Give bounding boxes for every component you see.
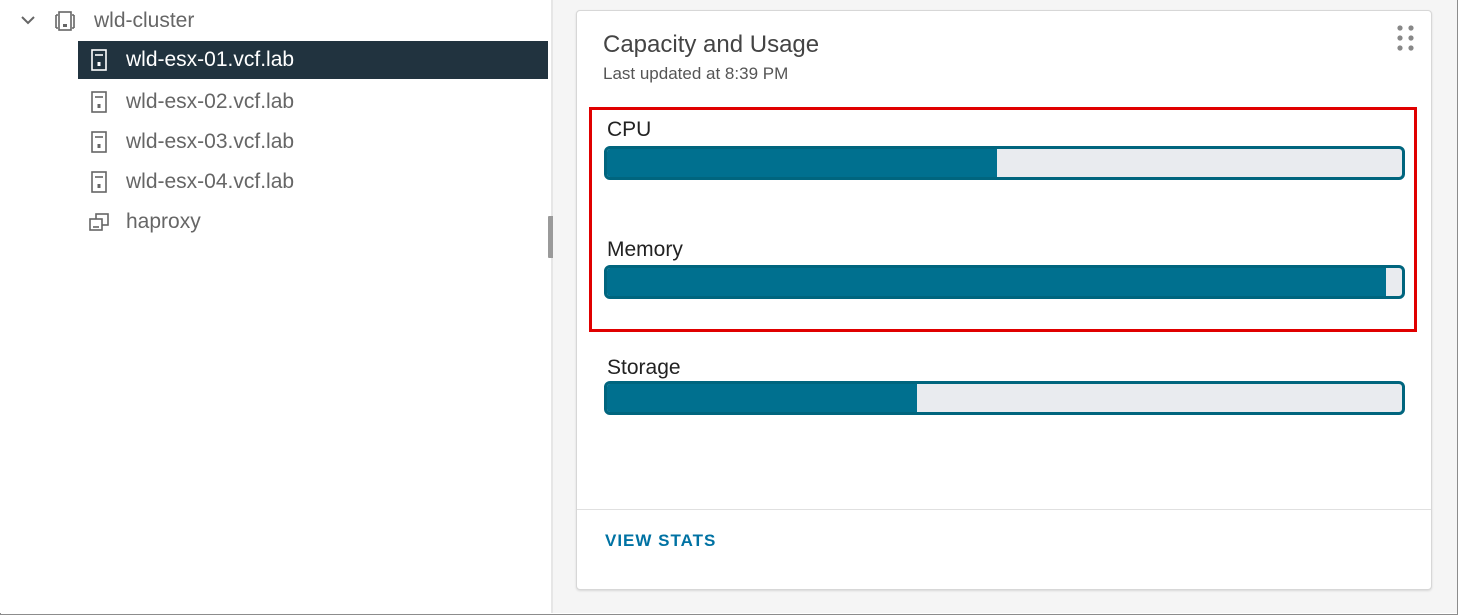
- host-icon: [91, 91, 107, 113]
- cpu-usage-bar: [604, 146, 1405, 180]
- inventory-tree: wld-cluster wld-esx-01.vcf.lab wld-esx-0…: [0, 0, 551, 613]
- memory-usage-bar: [604, 265, 1405, 299]
- host-icon: [91, 171, 107, 193]
- host-icon: [91, 49, 107, 71]
- tree-item-label: haproxy: [126, 210, 201, 233]
- tree-item-haproxy[interactable]: haproxy: [78, 203, 548, 241]
- tree-item-host-01[interactable]: wld-esx-01.vcf.lab: [78, 41, 548, 79]
- card-divider: [577, 509, 1431, 510]
- tree-item-label: wld-esx-02.vcf.lab: [126, 90, 295, 113]
- tree-item-label: wld-esx-01.vcf.lab: [126, 48, 295, 71]
- tree-item-host-02[interactable]: wld-esx-02.vcf.lab: [78, 83, 548, 121]
- tree-item-host-03[interactable]: wld-esx-03.vcf.lab: [78, 123, 548, 161]
- tree-item-label: wld-esx-03.vcf.lab: [126, 130, 295, 153]
- tree-item-label: wld-cluster: [94, 9, 195, 32]
- card-title: Capacity and Usage: [603, 31, 820, 58]
- view-stats-link[interactable]: VIEW STATS: [605, 531, 717, 550]
- storage-usage-bar-fill: [607, 384, 918, 412]
- storage-label: Storage: [607, 356, 681, 379]
- panel-splitter[interactable]: [551, 0, 553, 613]
- tree-item-host-04[interactable]: wld-esx-04.vcf.lab: [78, 163, 548, 201]
- splitter-handle[interactable]: [548, 216, 554, 258]
- annotation-highlight-box: [589, 107, 1417, 332]
- capacity-usage-card: Capacity and Usage Last updated at 8:39 …: [576, 10, 1432, 590]
- tree-item-cluster[interactable]: wld-cluster: [52, 2, 194, 40]
- memory-label: Memory: [607, 238, 683, 261]
- tree-item-label: wld-esx-04.vcf.lab: [126, 170, 295, 193]
- memory-usage-bar-fill: [607, 268, 1387, 296]
- host-icon: [91, 131, 107, 153]
- cluster-icon: [55, 11, 75, 31]
- vm-icon: [89, 213, 109, 231]
- last-updated-text: Last updated at 8:39 PM: [603, 64, 789, 83]
- drag-grip-icon[interactable]: [1395, 23, 1417, 55]
- chevron-down-icon[interactable]: [18, 10, 38, 30]
- storage-usage-bar: [604, 381, 1405, 415]
- cpu-usage-bar-fill: [607, 149, 997, 177]
- cpu-label: CPU: [607, 118, 652, 141]
